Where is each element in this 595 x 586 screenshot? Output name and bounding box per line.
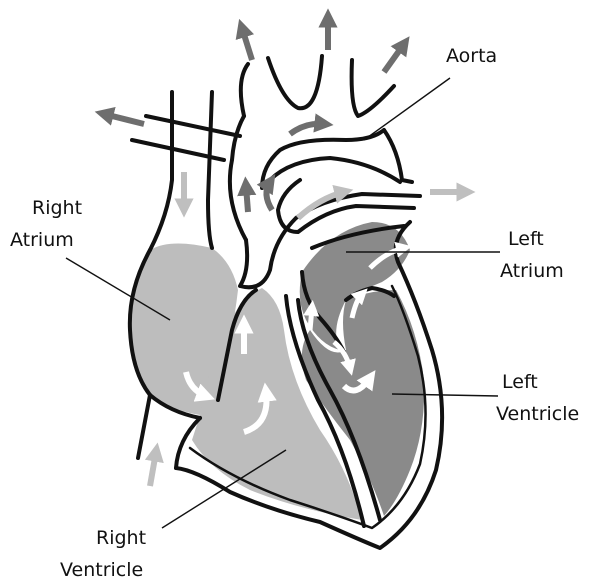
arrow-icon [104, 114, 144, 124]
superior-vena-cava-right-wall [208, 92, 212, 248]
aorta-label: Aorta [446, 45, 497, 67]
aortic-arch-inner [230, 116, 384, 240]
left-ventricle-label-line1: Left [502, 371, 538, 393]
inferior-vena-cava-left-wall [138, 395, 150, 458]
right-atrium-label-line1: Right [32, 197, 82, 219]
arrow-icon [384, 44, 404, 72]
left-ventricle-label-line2: Ventricle [496, 403, 579, 425]
right-pulmonary-artery-top [146, 116, 240, 136]
arrow-icon [290, 124, 324, 134]
right-atrium-label-line2: Atrium [10, 229, 74, 251]
left-atrium-label-line2: Atrium [500, 260, 564, 282]
right-ventricle-label-line2: Ventricle [60, 559, 143, 581]
aorta-descending [270, 158, 400, 182]
left-atrium-label-line1: Left [508, 228, 544, 250]
right-ventricle-label-line1: Right [96, 527, 146, 549]
arrow-icon [266, 182, 272, 210]
arrow-icon [242, 28, 252, 60]
arrow-icon [310, 308, 312, 330]
pulmonary-artery-right-wall [278, 180, 414, 232]
arrow-icon [150, 452, 156, 486]
aorta-leader-line [364, 78, 450, 140]
arrow-icon [246, 186, 248, 212]
aortic-arch-outer [241, 56, 412, 182]
